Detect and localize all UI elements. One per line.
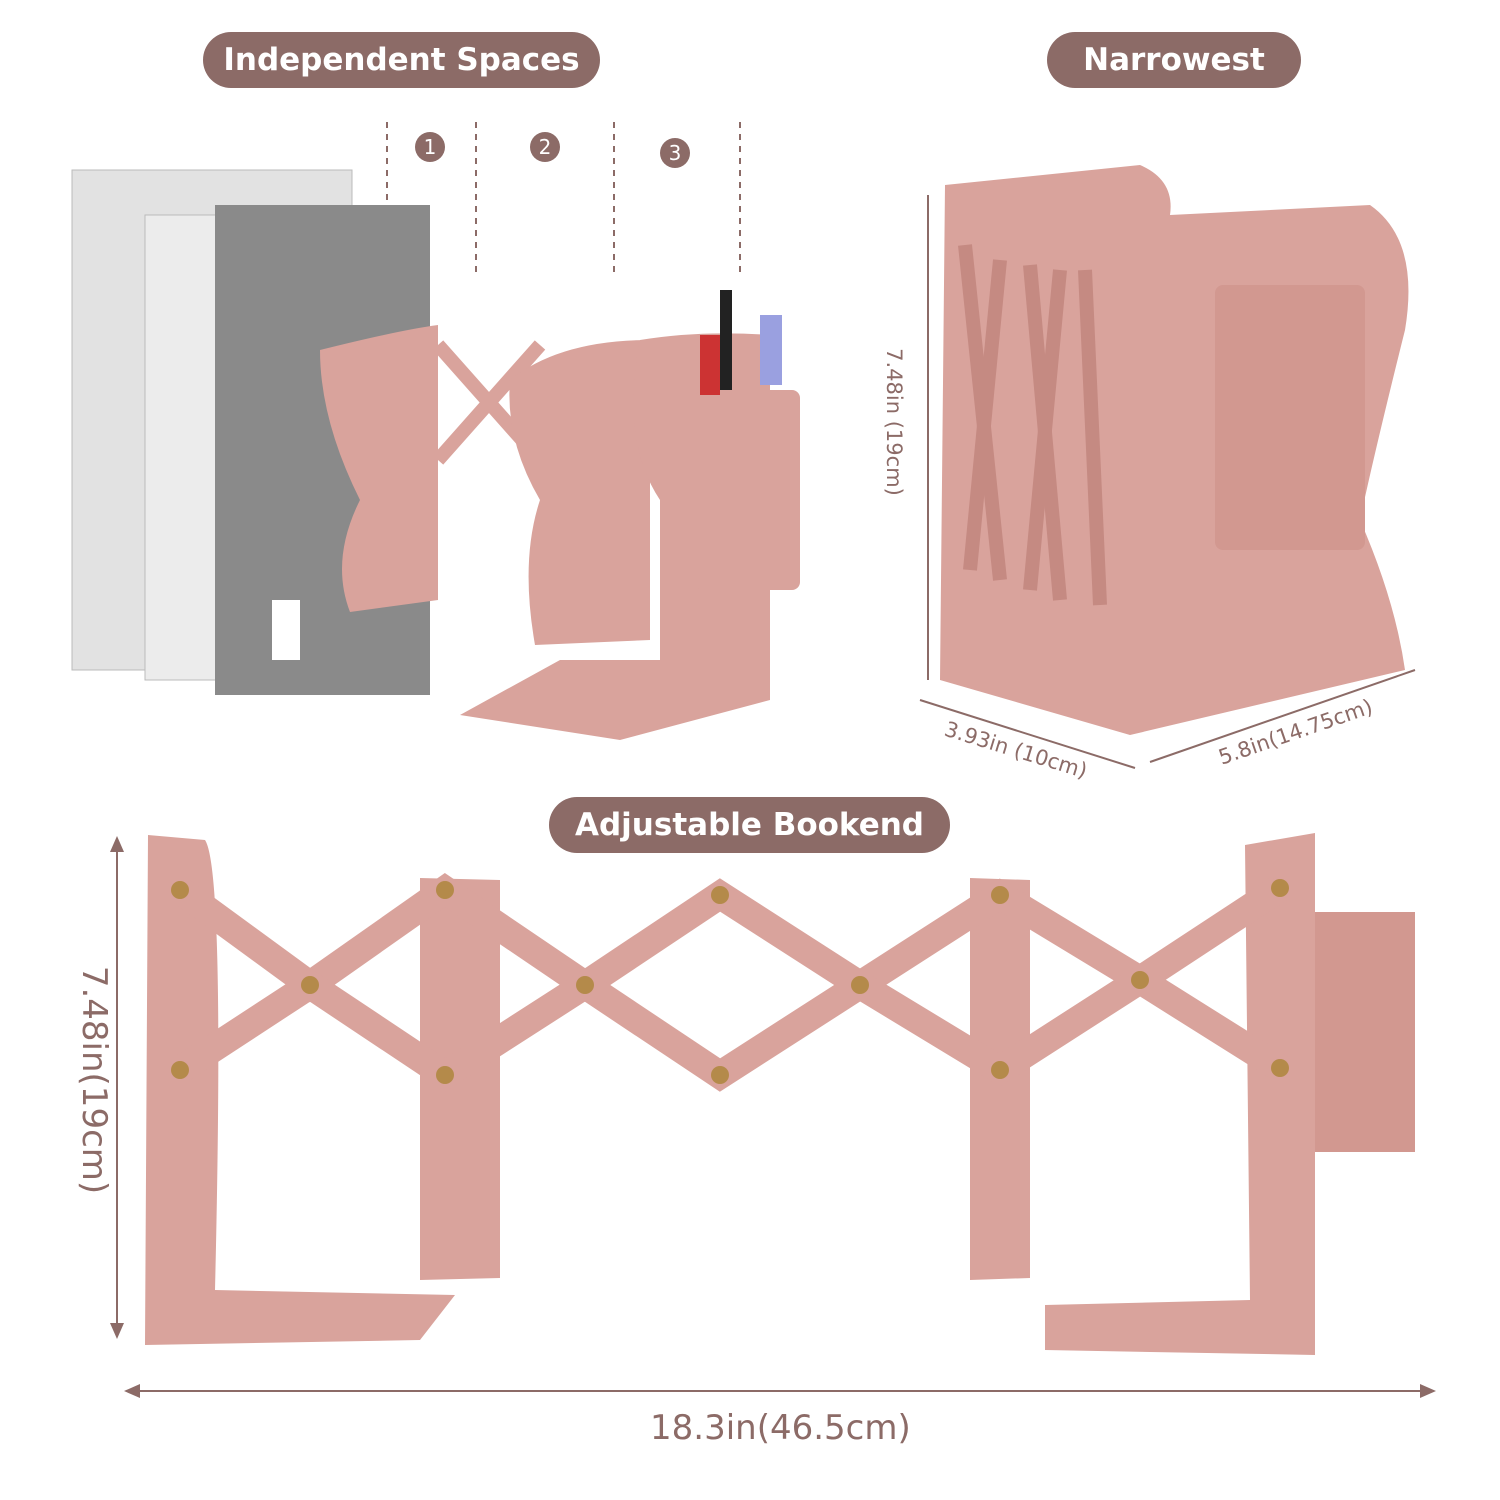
independent-spaces-label: Independent Spaces <box>203 32 600 88</box>
extended-width-dimension: 18.3in(46.5cm) <box>650 1408 911 1448</box>
adjustable-bookend-label: Adjustable Bookend <box>549 797 950 853</box>
space-dividers <box>386 122 741 275</box>
space-number-2: 2 <box>530 132 560 162</box>
bookend-extended-image <box>145 833 1415 1355</box>
space-number-1: 1 <box>415 132 445 162</box>
narrow-dimension-lines <box>919 195 1416 769</box>
narrowest-label: Narrowest <box>1047 32 1301 88</box>
extended-dimension-lines <box>110 836 1436 1398</box>
bookend-narrow-image <box>940 165 1409 735</box>
space-number-3: 3 <box>660 138 690 168</box>
extended-height-dimension: 7.48in(19cm) <box>74 965 115 1195</box>
narrow-height-dimension: 7.48in (19cm) <box>881 348 906 496</box>
bookend-open-image <box>320 290 800 740</box>
